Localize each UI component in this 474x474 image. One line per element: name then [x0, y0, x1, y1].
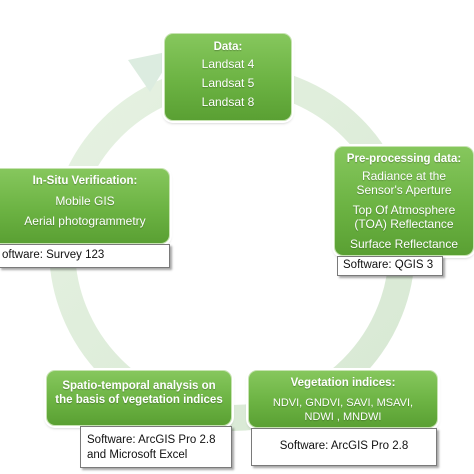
spatio-temporal-analysis-node: Spatio-temporal analysis on the basis of… — [46, 370, 232, 426]
software-label-qgis: Software: QGIS 3 — [343, 259, 434, 271]
data-item-landsat-8: Landsat 8 — [201, 95, 255, 109]
data-item-landsat-4: Landsat 4 — [201, 57, 255, 71]
preprocessing-node-heading: Pre-processing data: — [346, 153, 462, 165]
in-situ-verification-heading: In-Situ Verification: — [32, 175, 138, 187]
preprocessing-item-surface: Surface Reflectance — [349, 237, 459, 251]
vegetation-indices-list: NDVI, GNDVI, SAVI, MSAVI, NDWI , MNDWI — [272, 397, 414, 423]
software-box-survey123: oftware: Survey 123 — [0, 244, 170, 268]
vegetation-indices-node: Vegetation indices: NDVI, GNDVI, SAVI, M… — [248, 370, 438, 428]
software-label-arcgis-excel: Software: ArcGIS Pro 2.8 and Microsoft E… — [87, 434, 216, 461]
spatio-temporal-analysis-heading: Spatio-temporal analysis on the basis of… — [55, 380, 223, 406]
software-box-arcgis-excel: Software: ArcGIS Pro 2.8 and Microsoft E… — [80, 426, 232, 468]
data-node: Data: Landsat 4 Landsat 5 Landsat 8 — [164, 33, 292, 121]
data-item-landsat-5: Landsat 5 — [201, 76, 255, 90]
preprocessing-node: Pre-processing data: Radiance at the Sen… — [334, 146, 474, 256]
vegetation-indices-heading: Vegetation indices: — [290, 377, 396, 389]
software-label-survey123: oftware: Survey 123 — [2, 249, 105, 261]
preprocessing-item-radiance: Radiance at the Sensor's Aperture — [356, 169, 452, 197]
software-box-qgis: Software: QGIS 3 — [337, 256, 443, 276]
data-node-heading: Data: — [213, 41, 243, 53]
in-situ-verification-node: In-Situ Verification: Mobile GIS Aerial … — [0, 168, 170, 244]
software-label-arcgis: Software: ArcGIS Pro 2.8 — [279, 440, 409, 452]
software-box-arcgis: Software: ArcGIS Pro 2.8 — [251, 428, 437, 466]
in-situ-item-aerial-photogrammetry: Aerial photogrammetry — [24, 214, 146, 228]
in-situ-item-mobile-gis: Mobile GIS — [55, 194, 115, 208]
preprocessing-item-toa: Top Of Atmosphere (TOA) Reflectance — [352, 203, 456, 231]
